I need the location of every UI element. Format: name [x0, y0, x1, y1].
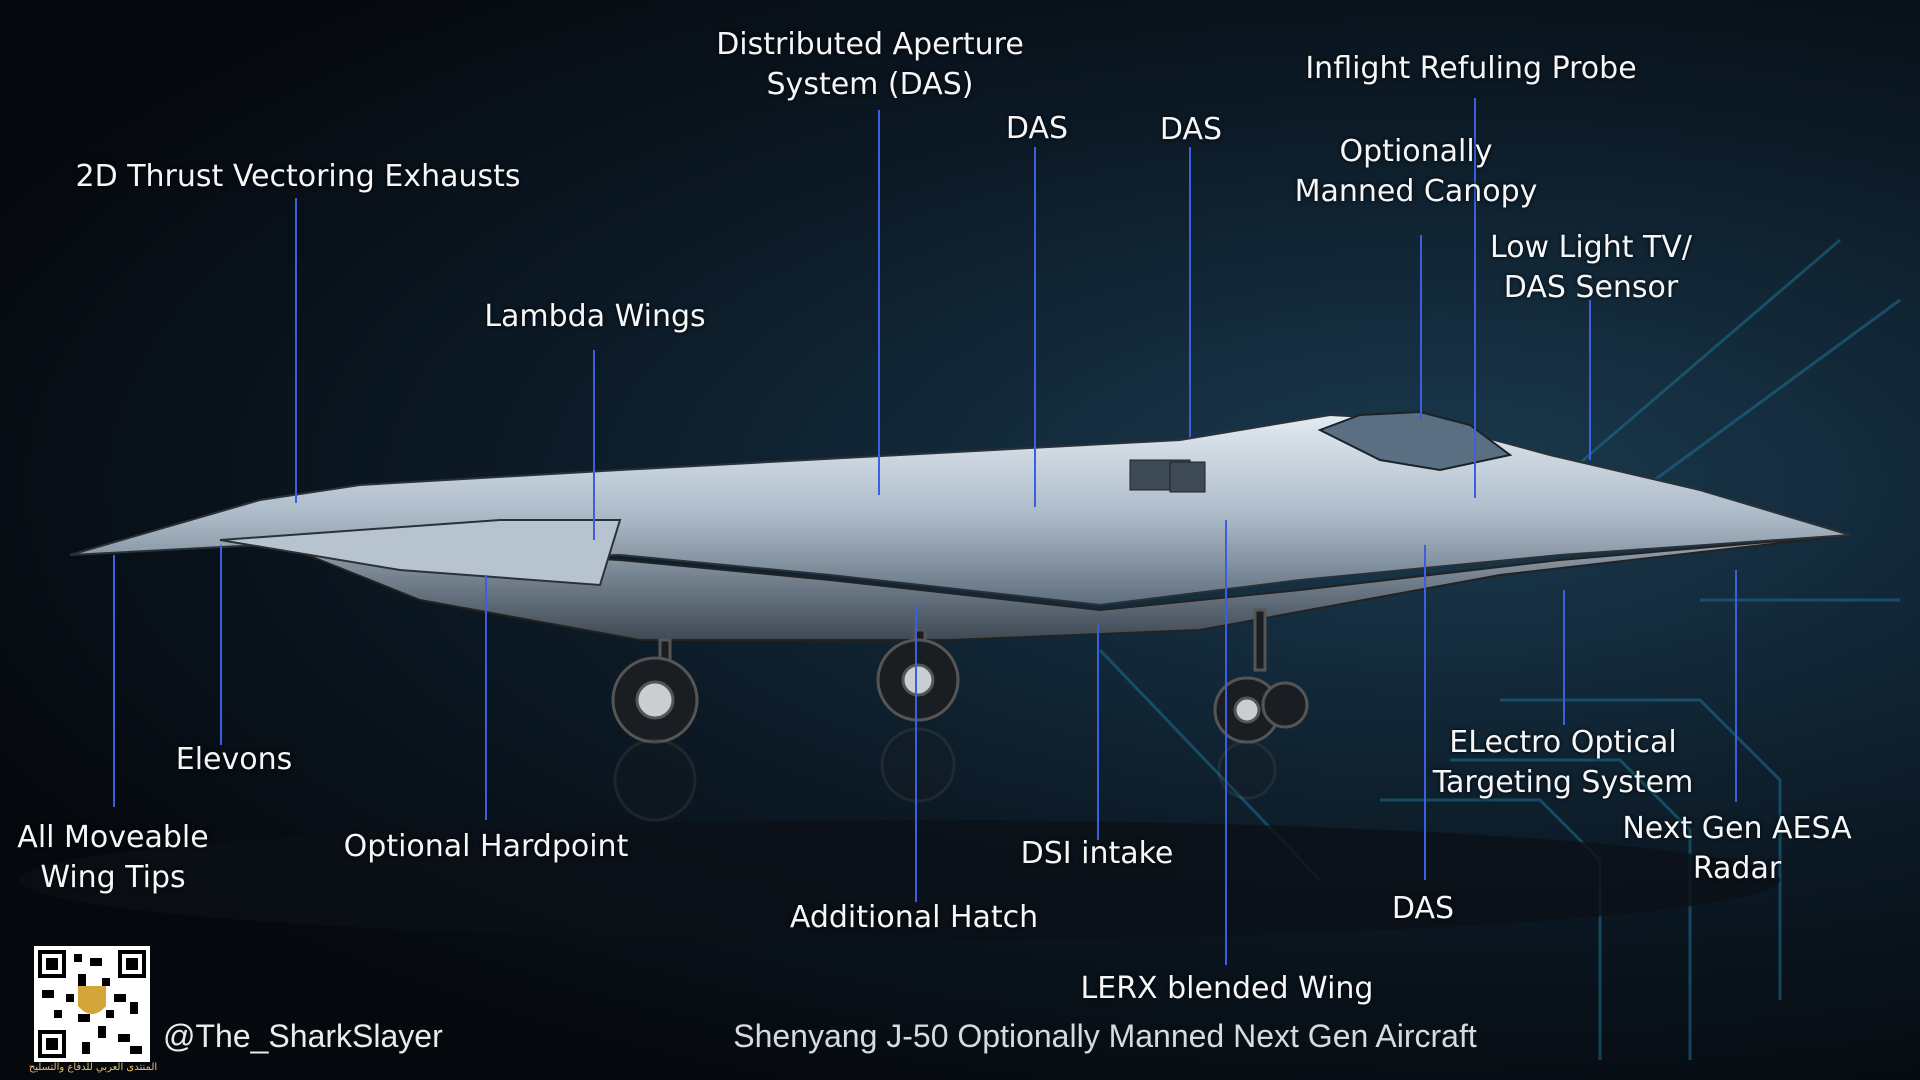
- leader-line-aesa-radar: [1735, 570, 1737, 802]
- label-hardpoint: Optional Hardpoint: [343, 829, 629, 864]
- figure-caption: Shenyang J-50 Optionally Manned Next Gen…: [733, 1018, 1477, 1054]
- leader-line-das-3: [1424, 545, 1426, 880]
- leader-line-hardpoint: [485, 575, 487, 820]
- leader-line-lerx: [1225, 520, 1227, 965]
- ground-reflection: [20, 820, 1780, 940]
- leader-line-low-light-tv: [1589, 300, 1591, 460]
- label-additional-hatch: Additional Hatch: [789, 900, 1039, 935]
- label-eots: ELectro Optical Targeting System: [1432, 725, 1694, 800]
- leader-line-wing-tips: [113, 555, 115, 807]
- label-low-light-tv: Low Light TV/ DAS Sensor: [1490, 230, 1692, 305]
- aircraft-wing: [219, 519, 622, 587]
- label-aesa-radar: Next Gen AESA Radar: [1622, 811, 1852, 886]
- leader-line-das-1: [1034, 147, 1036, 507]
- aircraft-canopy: [1317, 410, 1513, 472]
- aircraft-fuselage: [69, 413, 1851, 607]
- leader-line-dsi-intake: [1097, 625, 1099, 840]
- leader-line-das-2: [1189, 147, 1191, 437]
- label-canopy: Optionally Manned Canopy: [1294, 134, 1538, 209]
- label-das-3: DAS: [1391, 891, 1455, 926]
- label-lerx: LERX blended Wing: [1080, 971, 1374, 1006]
- label-das-1: DAS: [1005, 111, 1069, 146]
- label-elevons: Elevons: [175, 742, 293, 777]
- author-credit: @The_SharkSlayer: [163, 1018, 443, 1054]
- shield-icon: [78, 986, 106, 1014]
- qr-caption: المنتدى العربي للدفاع والتسليح: [28, 1062, 158, 1073]
- qr-code: [34, 946, 150, 1062]
- das-window: [1169, 461, 1206, 493]
- leader-line-lambda-wings: [593, 350, 595, 540]
- leader-line-canopy: [1420, 235, 1422, 420]
- leader-line-additional-hatch: [915, 605, 917, 902]
- label-wing-tips: All Moveable Wing Tips: [17, 820, 209, 895]
- label-refueling-probe: Inflight Refuling Probe: [1305, 51, 1637, 86]
- leader-line-eots: [1563, 590, 1565, 725]
- label-thrust-vectoring: 2D Thrust Vectoring Exhausts: [75, 159, 521, 194]
- label-dsi-intake: DSI intake: [1020, 836, 1174, 871]
- leader-line-refueling-probe: [1474, 98, 1476, 498]
- label-das-system: Distributed Aperture System (DAS): [716, 27, 1024, 102]
- leader-line-elevons: [220, 545, 222, 745]
- leader-line-das-system: [878, 110, 880, 495]
- label-lambda-wings: Lambda Wings: [484, 299, 706, 334]
- leader-line-thrust-vectoring: [295, 198, 297, 503]
- label-das-2: DAS: [1159, 112, 1223, 147]
- landing-gear: [611, 608, 1309, 744]
